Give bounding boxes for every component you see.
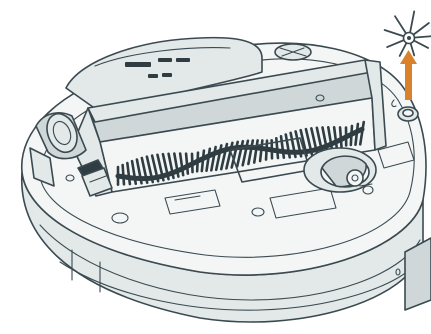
side-brush-icon — [385, 11, 431, 56]
caster-wheel — [304, 148, 376, 192]
vent-slot — [125, 62, 151, 67]
rear-roller — [275, 44, 311, 60]
vent-slot — [162, 73, 172, 77]
vent-slot — [158, 58, 172, 62]
vent-slot — [176, 58, 190, 62]
vent-slot — [148, 74, 158, 78]
